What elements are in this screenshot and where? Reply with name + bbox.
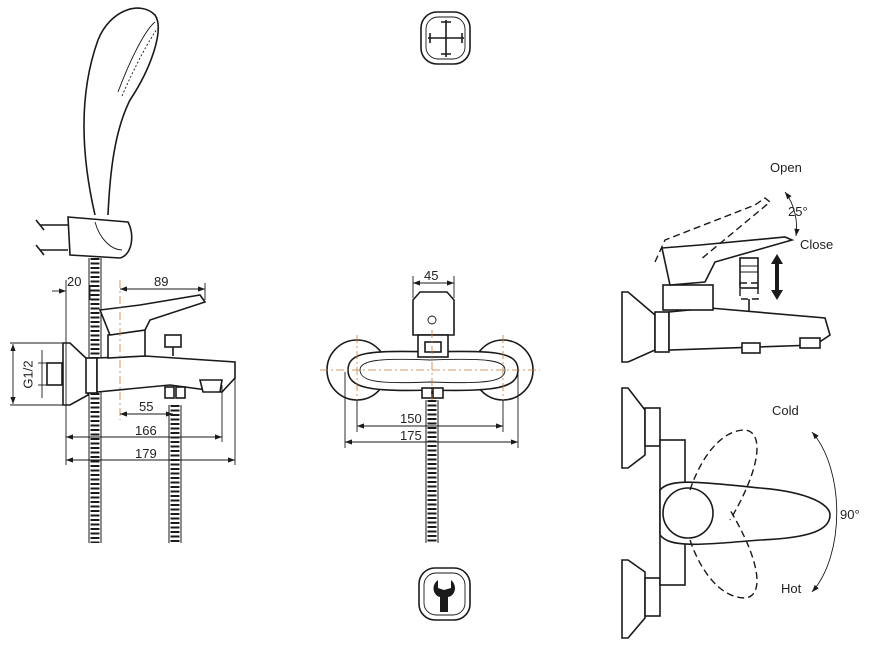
thread-size-label: G1/2 [20, 360, 36, 389]
wrench-install-icon [418, 567, 471, 621]
tilt-angle-label: 25° [788, 204, 808, 219]
dim-179-label: 179 [135, 446, 157, 461]
front-view-dimensions [344, 276, 519, 448]
hose-front [425, 400, 439, 543]
dim-166-label: 166 [135, 423, 157, 438]
hose-side [168, 405, 182, 543]
dim-89-label: 89 [154, 274, 169, 289]
rotation-operation-view [621, 387, 838, 639]
hand-shower [35, 7, 159, 259]
hose-left [88, 258, 102, 543]
dim-150-label: 150 [400, 411, 422, 426]
rotation-angle-label: 90° [840, 507, 860, 522]
dim-20-label: 20 [67, 274, 82, 289]
mounting-cross-icon [420, 11, 471, 65]
open-label: Open [770, 160, 802, 175]
lever-operation-view [621, 191, 831, 363]
close-label: Close [800, 237, 834, 252]
cold-label: Cold [772, 403, 799, 418]
dim-175-label: 175 [400, 428, 422, 443]
dim-45-label: 45 [424, 268, 439, 283]
hot-label: Hot [781, 581, 802, 596]
side-view-dimensions [10, 280, 236, 465]
front-view-mixer [320, 291, 540, 410]
side-view-mixer [46, 280, 236, 420]
dim-55-label: 55 [139, 399, 154, 414]
